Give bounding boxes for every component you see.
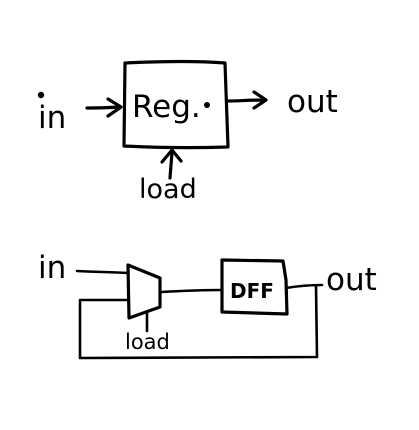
bottom-register-circuit: in DFF out load (38, 250, 377, 360)
bottom-input-label: in (38, 250, 66, 286)
mux-to-dff-wire (159, 288, 223, 294)
top-control-label: load (139, 174, 197, 205)
register-dot (204, 102, 210, 108)
top-register-diagram: in Reg. out load (37, 59, 338, 205)
register-block (122, 59, 230, 150)
top-input-label: in (38, 100, 66, 136)
dff-block (220, 258, 289, 316)
top-input-arrow (85, 97, 123, 118)
top-output-arrow (225, 90, 268, 110)
input-wire (75, 269, 130, 275)
top-output-label: out (287, 84, 338, 120)
input-dot (37, 91, 45, 99)
feedback-wire (78, 284, 319, 360)
load-arrow (160, 148, 183, 180)
mux-control-label: load (125, 330, 170, 354)
bottom-output-label: out (326, 262, 377, 298)
multiplexer (126, 263, 162, 320)
dff-output-wire (284, 283, 324, 290)
flipflop-label: DFF (230, 279, 274, 303)
register-label: Reg. (132, 89, 201, 125)
